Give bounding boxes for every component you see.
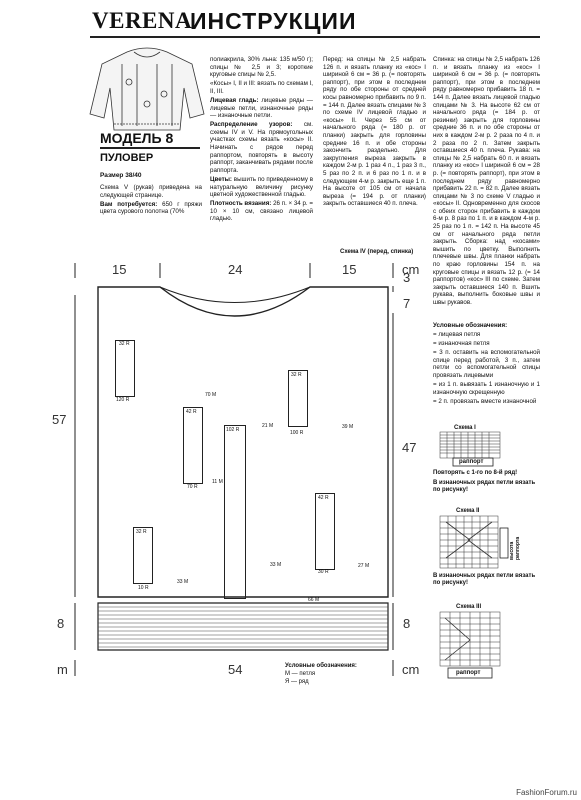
model-rule: [100, 147, 200, 149]
cable-panel: [288, 370, 308, 427]
materials-cont: полиакрила, 30% льна: 135 м/50 г); спицы…: [210, 56, 313, 79]
header-rule: [90, 36, 540, 38]
legend-item: = лицевая петля: [433, 331, 481, 339]
schema-ref: Схема V (рукав) приведена на следующей с…: [100, 184, 202, 199]
label-33m-a: 33 M: [177, 579, 189, 585]
legend-item: = изнаночная петля: [433, 340, 490, 348]
label-11m: 11 M: [212, 479, 223, 485]
lic-label: Лицевая гладь:: [210, 96, 259, 104]
schema-1-title: Схема I: [454, 425, 476, 431]
garment-name: ПУЛОВЕР: [100, 152, 154, 164]
back-instructions: Спинка: на спицы № 2,5 набрать 126 п. и …: [433, 56, 540, 308]
purl-note-2: В изнаночных рядах петли вязать по рисун…: [433, 573, 536, 586]
scale-right-4: 8: [403, 616, 411, 631]
label-32r: 32 R: [119, 341, 130, 347]
legend-right-title: Условные обозначения:: [433, 322, 508, 329]
rasp-label: Распределение узоров:: [210, 121, 293, 129]
label-10r: 10 R: [138, 585, 149, 591]
brand-title: VERENA: [92, 8, 193, 33]
need-label: Вам потребуется:: [100, 200, 158, 208]
page-title: ИНСТРУКЦИИ: [190, 8, 357, 34]
kosy-text: «Косы» I, II и III: вязать по схемам I, …: [210, 80, 313, 95]
scale-bottom-width: 54: [228, 662, 243, 677]
scale-left-1: 57: [52, 412, 67, 427]
cable-panel: [315, 493, 335, 570]
label-21m: 21 M: [262, 423, 274, 429]
schema-3-title: Схема III: [456, 604, 482, 610]
need-text: 650 г пряжи цвета сурового полотна (70%: [100, 200, 202, 216]
legend-item: = 3 п. оставить на вспомогательной спице…: [433, 349, 540, 380]
cvet-label: Цветы:: [210, 175, 232, 183]
schema-2-title: Схема II: [456, 508, 480, 514]
legend-right: Условные обозначения: = лицевая петля = …: [433, 322, 540, 407]
legend-item: = 2 п. провязать вместе изнаночной: [433, 397, 537, 405]
label-100r: 100 R: [290, 430, 304, 436]
front-instructions: Перед: на спицы № 2,5 набрать 126 п. и в…: [323, 56, 426, 209]
label-42r-b: 42 R: [318, 495, 329, 501]
rasp-text: см. схемы IV и V. На прямоугольных участ…: [210, 121, 314, 174]
label-42r: 42 R: [186, 409, 197, 415]
legend-item: = из 1 п. вывязать 1 изнаночную и 1 изна…: [433, 381, 540, 396]
label-39m: 39 M: [342, 424, 354, 430]
legend-m: М — петля: [285, 671, 316, 677]
label-66m: 66 M: [308, 597, 320, 603]
plot-label: Плотность вязания:: [210, 200, 272, 208]
label-70m: 70 M: [205, 392, 217, 398]
scale-right-unit: cm: [402, 662, 420, 677]
cable-panel: [115, 340, 135, 397]
scale-left-unit: m: [57, 662, 68, 677]
label-32r-b: 32 R: [291, 372, 302, 378]
cvet-text: вышить по приведенному в натуральную вел…: [210, 175, 313, 199]
schema-1-rapport: раппорт: [459, 459, 484, 465]
legend-bottom: Условные обозначения: М — петля Я — ряд: [285, 662, 357, 686]
scale-right-2: 7: [403, 296, 411, 311]
label-102r: 102 R: [226, 427, 240, 433]
size-label: Размер 38/40: [100, 172, 142, 179]
scale-top-1: 15: [112, 262, 127, 277]
back-text: Спинка: на спицы № 2,5 набрать 126 п. и …: [433, 56, 540, 306]
schema-2-height: высота раппорта: [509, 536, 521, 560]
plot-text: 26 п. × 34 р. = 10 × 10 см, связано лице…: [210, 200, 313, 223]
materials-column: полиакрила, 30% льна: 135 м/50 г); спицы…: [210, 56, 313, 224]
scale-top-3: 15: [342, 262, 357, 277]
label-33m-b: 33 M: [270, 562, 282, 568]
label-70r: 70 R: [187, 484, 198, 490]
schema-3-rapport: раппорт: [456, 670, 481, 676]
cable-panel: [133, 527, 153, 584]
scale-right-3: 47: [402, 440, 417, 455]
label-32r-c: 32 R: [136, 529, 147, 535]
cable-panel: [224, 425, 246, 599]
legend-bottom-title: Условные обозначения:: [285, 663, 357, 669]
legend-r: Я — ряд: [285, 679, 309, 685]
scale-top-2: 24: [228, 262, 243, 277]
intro-column: Схема V (рукав) приведена на следующей с…: [100, 184, 202, 217]
label-120r: 120 R: [116, 397, 130, 403]
watermark: FashionForum.ru: [516, 788, 577, 797]
purl-note-1: В изнаночных рядах петли вязать по рисун…: [433, 480, 536, 493]
lic-text: лицевые ряды — лицевые петли, изнаночные…: [210, 96, 313, 120]
repeat-note: Повторять с 1-го по 8-й ряд!: [433, 470, 518, 476]
scale-right-1: 3: [403, 270, 411, 285]
label-30r: 30 R: [318, 569, 329, 575]
cable-panel: [183, 407, 203, 484]
diagram-caption: Схема IV (перед, спинка): [340, 249, 414, 255]
label-27m: 27 M: [358, 563, 370, 569]
front-text: Перед: на спицы № 2,5 набрать 126 п. и в…: [323, 56, 426, 208]
scale-left-2: 8: [57, 616, 65, 631]
model-label: МОДЕЛЬ 8: [100, 130, 174, 146]
scale-top-unit: cm: [402, 262, 420, 277]
